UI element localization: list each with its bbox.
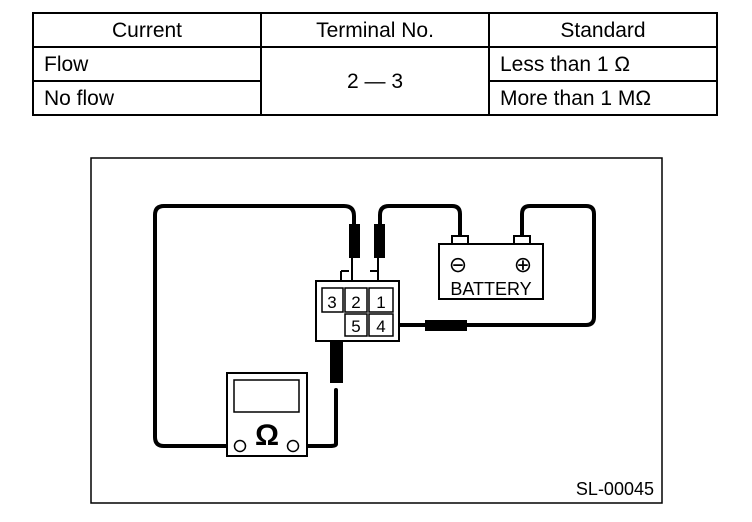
- wire-pin1-to-battery-minus: [378, 204, 462, 240]
- battery: ⊖ ⊕ BATTERY: [438, 235, 544, 300]
- pin-label: 1: [376, 293, 385, 312]
- battery-label: BATTERY: [450, 279, 531, 299]
- meter-display: [233, 379, 300, 413]
- table-row: Flow 2 — 3 Less than 1 Ω: [32, 46, 718, 116]
- connector: 3 2 1 5 4: [315, 270, 400, 342]
- wire-pin3-to-meter: [295, 388, 338, 448]
- table-header-row: Current Terminal No. Standard: [32, 12, 718, 48]
- pin-label: 3: [327, 293, 336, 312]
- cell-standard: More than 1 MΩ: [488, 80, 718, 116]
- probe-pin2: [349, 224, 360, 258]
- header-standard: Standard: [488, 12, 718, 48]
- diagram-frame: [90, 157, 663, 504]
- meter-terminal-left: [233, 439, 247, 453]
- pin-label: 4: [376, 317, 385, 336]
- probe-pin1: [374, 224, 385, 258]
- probe-pin3: [330, 338, 343, 383]
- pin-label: 2: [351, 293, 360, 312]
- cell-terminals: 2 — 3: [260, 46, 490, 116]
- cell-standard: Less than 1 Ω: [488, 46, 718, 82]
- header-current: Current: [32, 12, 262, 48]
- table-row: No flow More than 1 MΩ: [32, 80, 718, 116]
- battery-minus-icon: ⊖: [449, 252, 467, 277]
- battery-plus-icon: ⊕: [514, 252, 532, 277]
- cell-current: Flow: [32, 46, 262, 82]
- ohm-icon: Ω: [255, 419, 279, 452]
- probe-pin4: [425, 320, 467, 331]
- meter-terminal-right: [286, 439, 300, 453]
- wire-meter-to-pin2: [153, 204, 356, 448]
- wires: [153, 204, 596, 448]
- header-terminal: Terminal No.: [260, 12, 490, 48]
- spec-table: Current Terminal No. Standard Flow 2 — 3…: [32, 12, 718, 116]
- ohmmeter: Ω: [226, 372, 308, 457]
- pin-label: 5: [351, 317, 360, 336]
- wire-battery-plus-to-pin4: [463, 204, 596, 327]
- figure-id: SL-00045: [576, 479, 654, 499]
- cell-current: No flow: [32, 80, 262, 116]
